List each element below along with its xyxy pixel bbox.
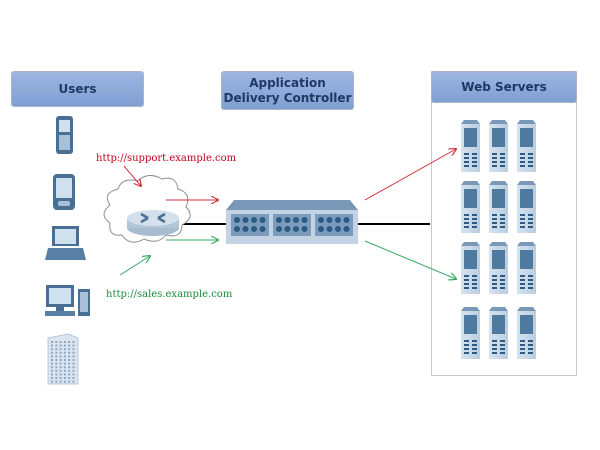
web-server-icon (461, 120, 480, 172)
adc-appliance-icon (226, 200, 358, 244)
web-server-icon (517, 242, 536, 294)
web-server-icon (517, 120, 536, 172)
adc-to-server-green-arrow (364, 240, 456, 279)
web-servers-header-label: Web Servers (461, 79, 547, 94)
router-icon (127, 210, 179, 236)
web-server-icon (461, 181, 480, 233)
web-server-icon (489, 242, 508, 294)
desktop-computer-icon (45, 285, 90, 316)
web-server-icon (461, 242, 480, 294)
adc-to-server-red-arrow (364, 149, 456, 201)
web-server-icon (489, 120, 508, 172)
web-server-icon (489, 181, 508, 233)
adc-header-line1: Application (249, 75, 326, 90)
sales-to-cloud-arrow (119, 256, 150, 276)
support-to-cloud-arrow (123, 165, 141, 186)
web-server-icon (489, 307, 508, 359)
users-header-label: Users (58, 81, 97, 96)
sales-url-label: http://sales.example.com (106, 289, 233, 300)
laptop-icon (45, 226, 86, 260)
adc-header-line2: Delivery Controller (223, 90, 352, 105)
office-building-icon (47, 333, 79, 385)
mobile-phone-icon (56, 116, 73, 154)
support-url-label: http://support.example.com (96, 153, 237, 164)
server-rack-grid (461, 120, 536, 359)
web-server-icon (517, 307, 536, 359)
pda-icon (53, 174, 75, 210)
users-header: Users (11, 71, 144, 107)
web-servers-header: Web Servers (431, 71, 577, 103)
web-server-icon (461, 307, 480, 359)
web-server-icon (517, 181, 536, 233)
